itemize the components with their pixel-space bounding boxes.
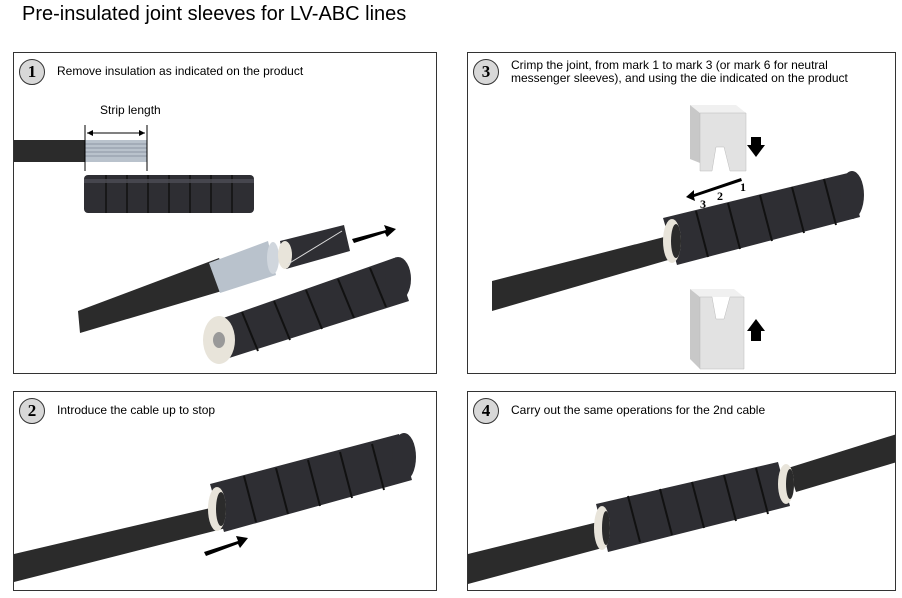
mark-3: 3 [700, 197, 706, 211]
conductor-lower [209, 241, 276, 293]
joint-sleeve [596, 462, 790, 552]
step-4-number: 4 [473, 398, 499, 424]
step-2-illustration [14, 433, 416, 582]
crimp-direction-arrow [686, 178, 742, 201]
strip-length-label: Strip length [100, 103, 161, 117]
arrow-right [204, 536, 248, 556]
step-1-number: 1 [19, 59, 45, 85]
cable-insulated-part [14, 140, 85, 162]
step-3-number: 3 [473, 59, 499, 85]
sleeve-lower [209, 258, 409, 359]
step-2-panel: 2 Introduce the cable up to stop [13, 391, 437, 591]
arrow-right [352, 225, 396, 243]
upper-die [690, 105, 746, 113]
step-4-illustration [468, 434, 895, 584]
arrow-down [747, 137, 765, 157]
mark-2: 2 [717, 189, 723, 203]
step-2-number: 2 [19, 398, 45, 424]
step-1-illustration: Strip length [14, 103, 411, 364]
mark-1: 1 [740, 180, 746, 194]
step-3-illustration: 1 2 3 [492, 105, 864, 370]
step-3-text-line1: Crimp the joint, from mark 1 to mark 3 (… [511, 58, 828, 72]
step-1-text: Remove insulation as indicated on the pr… [57, 64, 304, 78]
page-title: Pre-insulated joint sleeves for LV-ABC l… [22, 3, 407, 25]
lower-die [690, 289, 744, 297]
step-4-text: Carry out the same operations for the 2n… [511, 403, 766, 417]
cable [14, 506, 226, 582]
cable-left [468, 522, 606, 584]
arrow-up [747, 319, 765, 341]
cable [492, 236, 675, 311]
joint-sleeve [210, 434, 412, 532]
step-4-panel: 4 Carry out the same operations for the … [467, 391, 896, 591]
step-3-text: Crimp the joint, from mark 1 to mark 3 (… [511, 59, 848, 85]
stripped-conductor [85, 140, 147, 162]
step-3-panel: 3 Crimp the joint, from mark 1 to mark 3… [467, 52, 896, 374]
joint-sleeve [663, 173, 860, 265]
step-3-text-line2: messenger sleeves), and using the die in… [511, 71, 848, 85]
cable-right [788, 434, 895, 492]
step-1-panel: 1 Remove insulation as indicated on the … [13, 52, 437, 374]
step-2-text: Introduce the cable up to stop [57, 403, 216, 417]
cable-lower [78, 258, 232, 333]
